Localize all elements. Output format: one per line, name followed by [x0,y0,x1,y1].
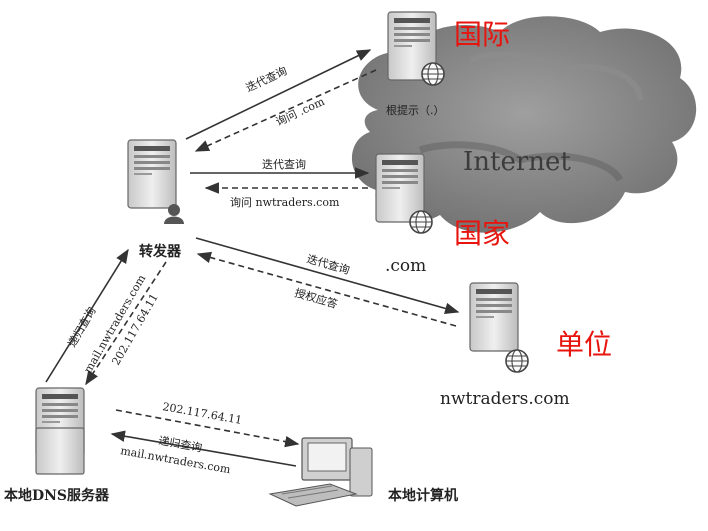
nwtraders-server-label: nwtraders.com [440,389,570,409]
arrow-dns-to-fwd-query [45,248,129,383]
local-computer-label: 本地计算机 [388,487,458,504]
edge-label-fwd-com-reply: 询问 nwtraders.com [230,196,340,209]
annotation-national: 国家 [454,217,510,250]
globe-icon [421,62,445,86]
forwarder-server [127,139,184,224]
user-icon [164,204,184,224]
globe-icon [505,349,529,373]
arrow-nw-to-fwd-reply [196,251,457,327]
arrow-root-to-fwd-reply [194,69,377,152]
edge-label-fwd-nw-reply: 授权应答 [293,285,339,311]
edge-label-fwd-nw-query: 迭代查询 [305,251,351,277]
arrow-fwd-to-nw-query [195,237,460,315]
forwarder-label: 转发器 [139,243,182,260]
com-server-label: .com [385,256,426,276]
local-dns-label: 本地DNS服务器 [4,487,110,504]
arrow-pc-to-dns-query [110,430,297,467]
local-computer [268,437,373,507]
edge-label-pc-dns-reply: 202.117.64.11 [161,400,243,427]
root-server-label: 根提示（.） [386,103,445,117]
edge-label-dns-fwd-query-1: 递归查询 [64,304,98,349]
edge-label-fwd-com-query: 迭代查询 [262,157,306,171]
globe-icon [409,210,433,234]
arrow-fwd-to-dns-reply [85,261,167,386]
com-server [375,153,433,234]
arrow-fwd-to-root-query [185,49,372,140]
arrow-dns-to-pc-reply [115,409,300,448]
annotation-international: 国际 [454,18,510,51]
edge-label-fwd-root-query: 迭代查询 [243,63,289,94]
annotation-organization: 单位 [556,328,612,361]
cloud-label: Internet [463,147,571,177]
local-dns-server [35,387,85,475]
root-server [387,11,445,86]
nwtraders-server [469,282,529,373]
